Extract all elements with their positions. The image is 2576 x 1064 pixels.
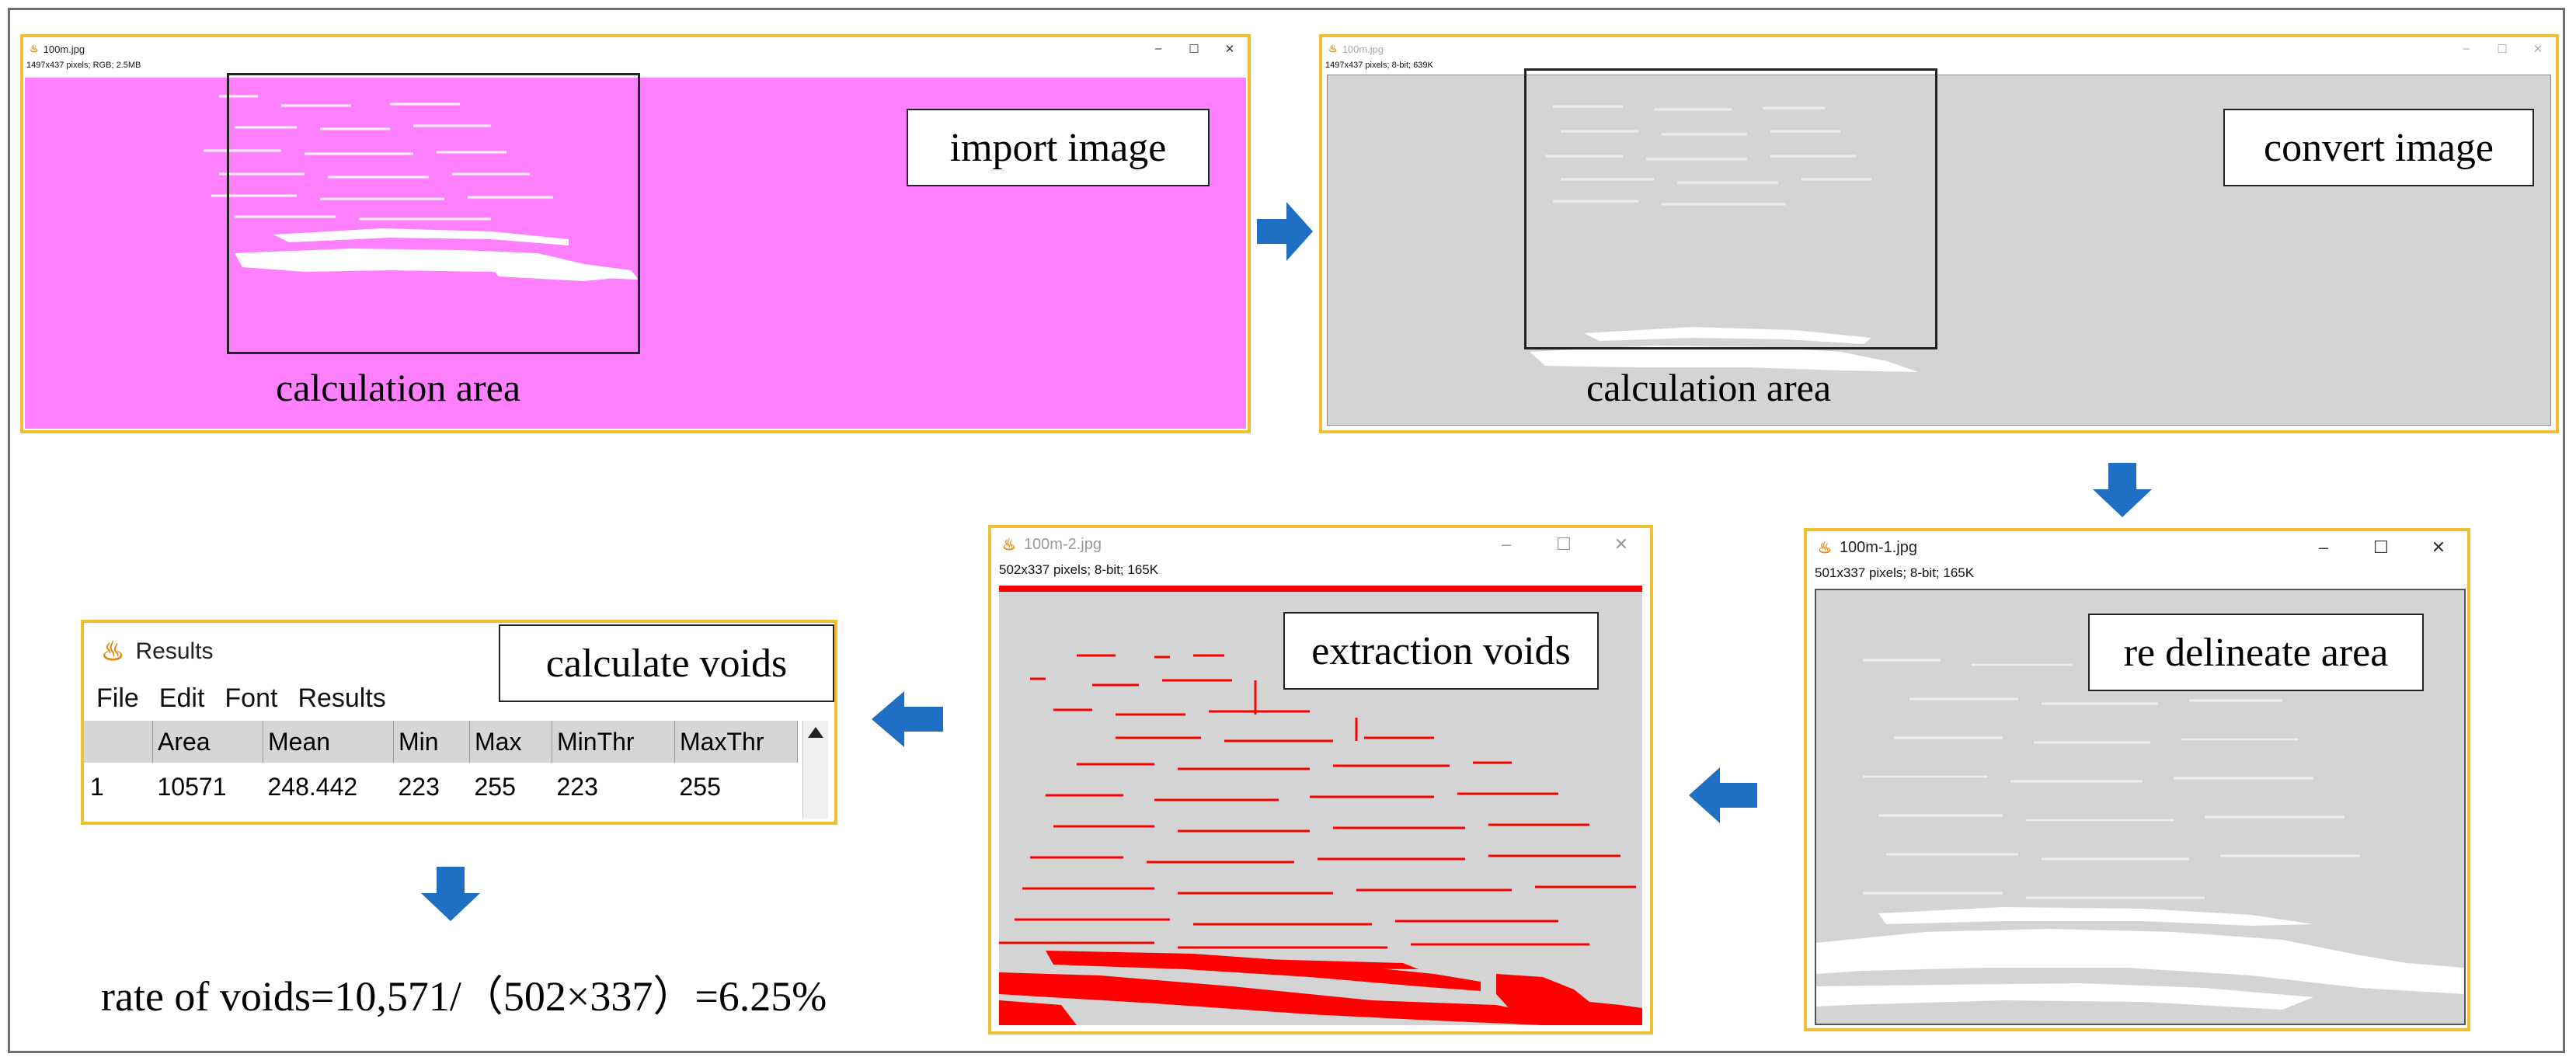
arrow-down-icon [421,867,480,921]
imagej-microscope-icon: ♨ [1328,43,1338,54]
results-window: ♨ Results File Edit Font Results Area Me… [81,620,837,825]
close-button[interactable]: ✕ [1224,43,1235,56]
arrow-left-icon [872,691,943,747]
window-title: 100m.jpg [1342,43,1384,55]
column-header[interactable]: MinThr [552,721,675,763]
menu-edit[interactable]: Edit [158,683,205,713]
imagej-window-convert: ♨ 100m.jpg – ☐ ✕ 1497x437 pixels; 8-bit;… [1319,34,2559,433]
window-titlebar: ♨ 100m-1.jpg – ☐ ✕ [1807,531,2467,564]
window-titlebar: ♨ 100m.jpg – ☐ ✕ [23,37,1248,61]
imagej-microscope-icon: ♨ [1818,539,1832,557]
step-label-import-image: import image [907,109,1210,186]
menu-results[interactable]: Results [298,683,386,713]
image-info: 1497x437 pixels; 8-bit; 639K [1325,61,1433,70]
image-canvas-voids[interactable] [999,586,1642,1025]
maximize-button[interactable]: ☐ [2373,537,2389,557]
results-table: Area Mean Min Max MinThr MaxThr 1 10571 … [84,721,798,811]
table-cell: 255 [474,772,516,801]
maximize-button[interactable]: ☐ [1556,534,1572,554]
step-label-extraction-voids: extraction voids [1283,612,1599,690]
calculation-area-rectangle [227,73,640,354]
maximize-button[interactable]: ☐ [1189,43,1199,56]
vertical-scrollbar[interactable] [802,721,828,819]
window-titlebar: ♨ 100m.jpg – ☐ ✕ [1322,37,2556,61]
table-cell: 223 [398,772,440,801]
results-menubar: File Edit Font Results [96,683,386,714]
window-title: 100m-2.jpg [1023,535,1102,553]
column-header[interactable]: Max [469,721,552,763]
minimize-button[interactable]: – [1501,534,1512,554]
step-label-re-delineate-area: re delineate area [2088,614,2424,691]
menu-file[interactable]: File [96,683,139,713]
arrow-down-icon [2093,463,2152,517]
minimize-button[interactable]: – [2318,537,2329,557]
table-cell: 248.442 [267,772,358,801]
table-cell: 223 [556,772,598,801]
calculation-area-rectangle [1524,68,1937,349]
step-label-convert-image: convert image [2223,109,2534,186]
image-info: 502x337 pixels; 8-bit; 165K [999,562,1159,577]
arrow-right-icon [1257,202,1313,261]
window-title: Results [135,638,214,664]
table-header-row: Area Mean Min Max MinThr MaxThr [84,721,798,763]
imagej-window-redelineate: ♨ 100m-1.jpg – ☐ ✕ 501x337 pixels; 8-bit… [1804,528,2470,1031]
imagej-window-import: ♨ 100m.jpg – ☐ ✕ 1497x437 pixels; RGB; 2… [20,34,1251,433]
gray-image-texture [1816,659,2464,1010]
column-header[interactable]: Area [152,721,263,763]
image-info: 501x337 pixels; 8-bit; 165K [1815,565,1975,580]
imagej-microscope-icon: ♨ [101,637,125,666]
window-titlebar: ♨ 100m-2.jpg – ☐ ✕ [991,528,1650,561]
arrow-left-icon [1689,767,1757,823]
table-row[interactable]: 1 10571 248.442 223 255 223 255 [84,763,798,811]
maximize-button[interactable]: ☐ [2497,43,2508,56]
window-title: 100m-1.jpg [1839,538,1917,556]
table-cell: 1 [90,772,104,801]
close-button[interactable]: ✕ [2431,537,2446,557]
gray-image-texture [1530,105,1918,372]
imagej-microscope-icon: ♨ [1002,536,1016,554]
column-header[interactable] [84,721,153,763]
void-rate-formula: rate of voids=10,571/（502×337）=6.25% [101,973,827,1020]
calculation-area-caption: calculation area [276,366,521,409]
table-cell: 255 [679,772,721,801]
step-label-calculate-voids: calculate voids [499,624,834,702]
calculation-area-caption: calculation area [1586,366,1832,409]
scroll-up-arrow-icon[interactable] [803,721,828,744]
pink-image-texture [25,73,1246,281]
menu-font[interactable]: Font [225,683,278,713]
image-info: 1497x437 pixels; RGB; 2.5MB [26,61,141,70]
minimize-button[interactable]: – [2463,42,2470,55]
minimize-button[interactable]: – [1154,42,1162,55]
table-cell: 10571 [157,772,227,801]
imagej-window-extraction: ♨ 100m-2.jpg – ☐ ✕ 502x337 pixels; 8-bit… [988,525,1653,1034]
close-button[interactable]: ✕ [2532,43,2543,56]
close-button[interactable]: ✕ [1613,534,1629,554]
column-header[interactable]: Min [393,721,470,763]
window-title: 100m.jpg [43,43,85,55]
imagej-microscope-icon: ♨ [30,43,39,54]
column-header[interactable]: MaxThr [674,721,798,763]
red-voids-texture [999,586,1642,1025]
column-header[interactable]: Mean [263,721,394,763]
